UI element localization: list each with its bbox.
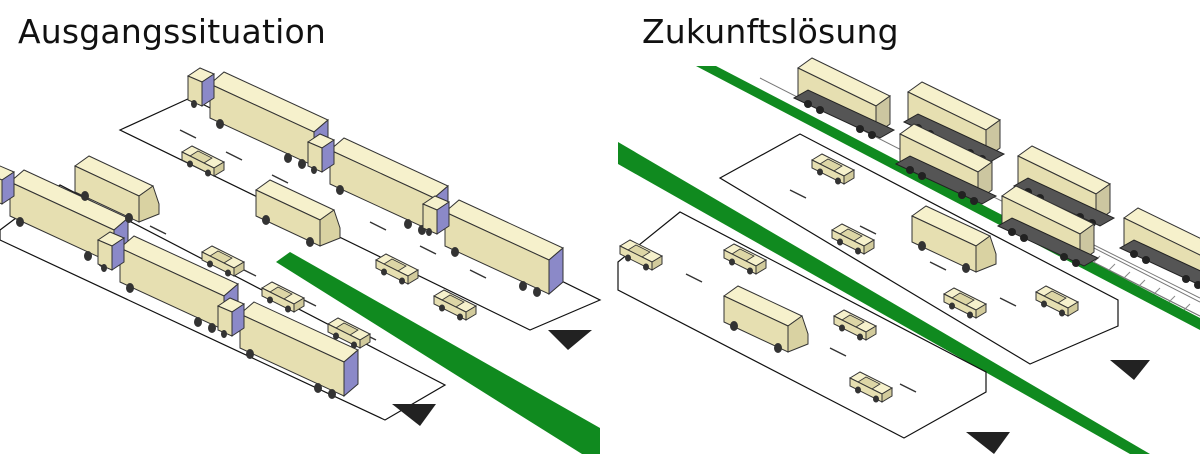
left-panel <box>0 67 602 454</box>
train-wagon-icon <box>793 57 895 140</box>
panel-title-ausgangssituation: Ausgangssituation <box>18 12 326 51</box>
direction-arrow-icon <box>548 330 592 350</box>
right-panel <box>617 57 1200 454</box>
lane-markings <box>685 189 1017 393</box>
direction-arrow-icon <box>966 432 1010 454</box>
green-strip <box>276 252 600 454</box>
direction-arrow-icon <box>392 404 436 426</box>
green-strip <box>618 142 1150 454</box>
train-wagon-icon <box>1119 207 1200 290</box>
direction-arrow-icon <box>1110 360 1150 380</box>
panel-title-zukunftsloesung: Zukunftslösung <box>642 12 899 51</box>
